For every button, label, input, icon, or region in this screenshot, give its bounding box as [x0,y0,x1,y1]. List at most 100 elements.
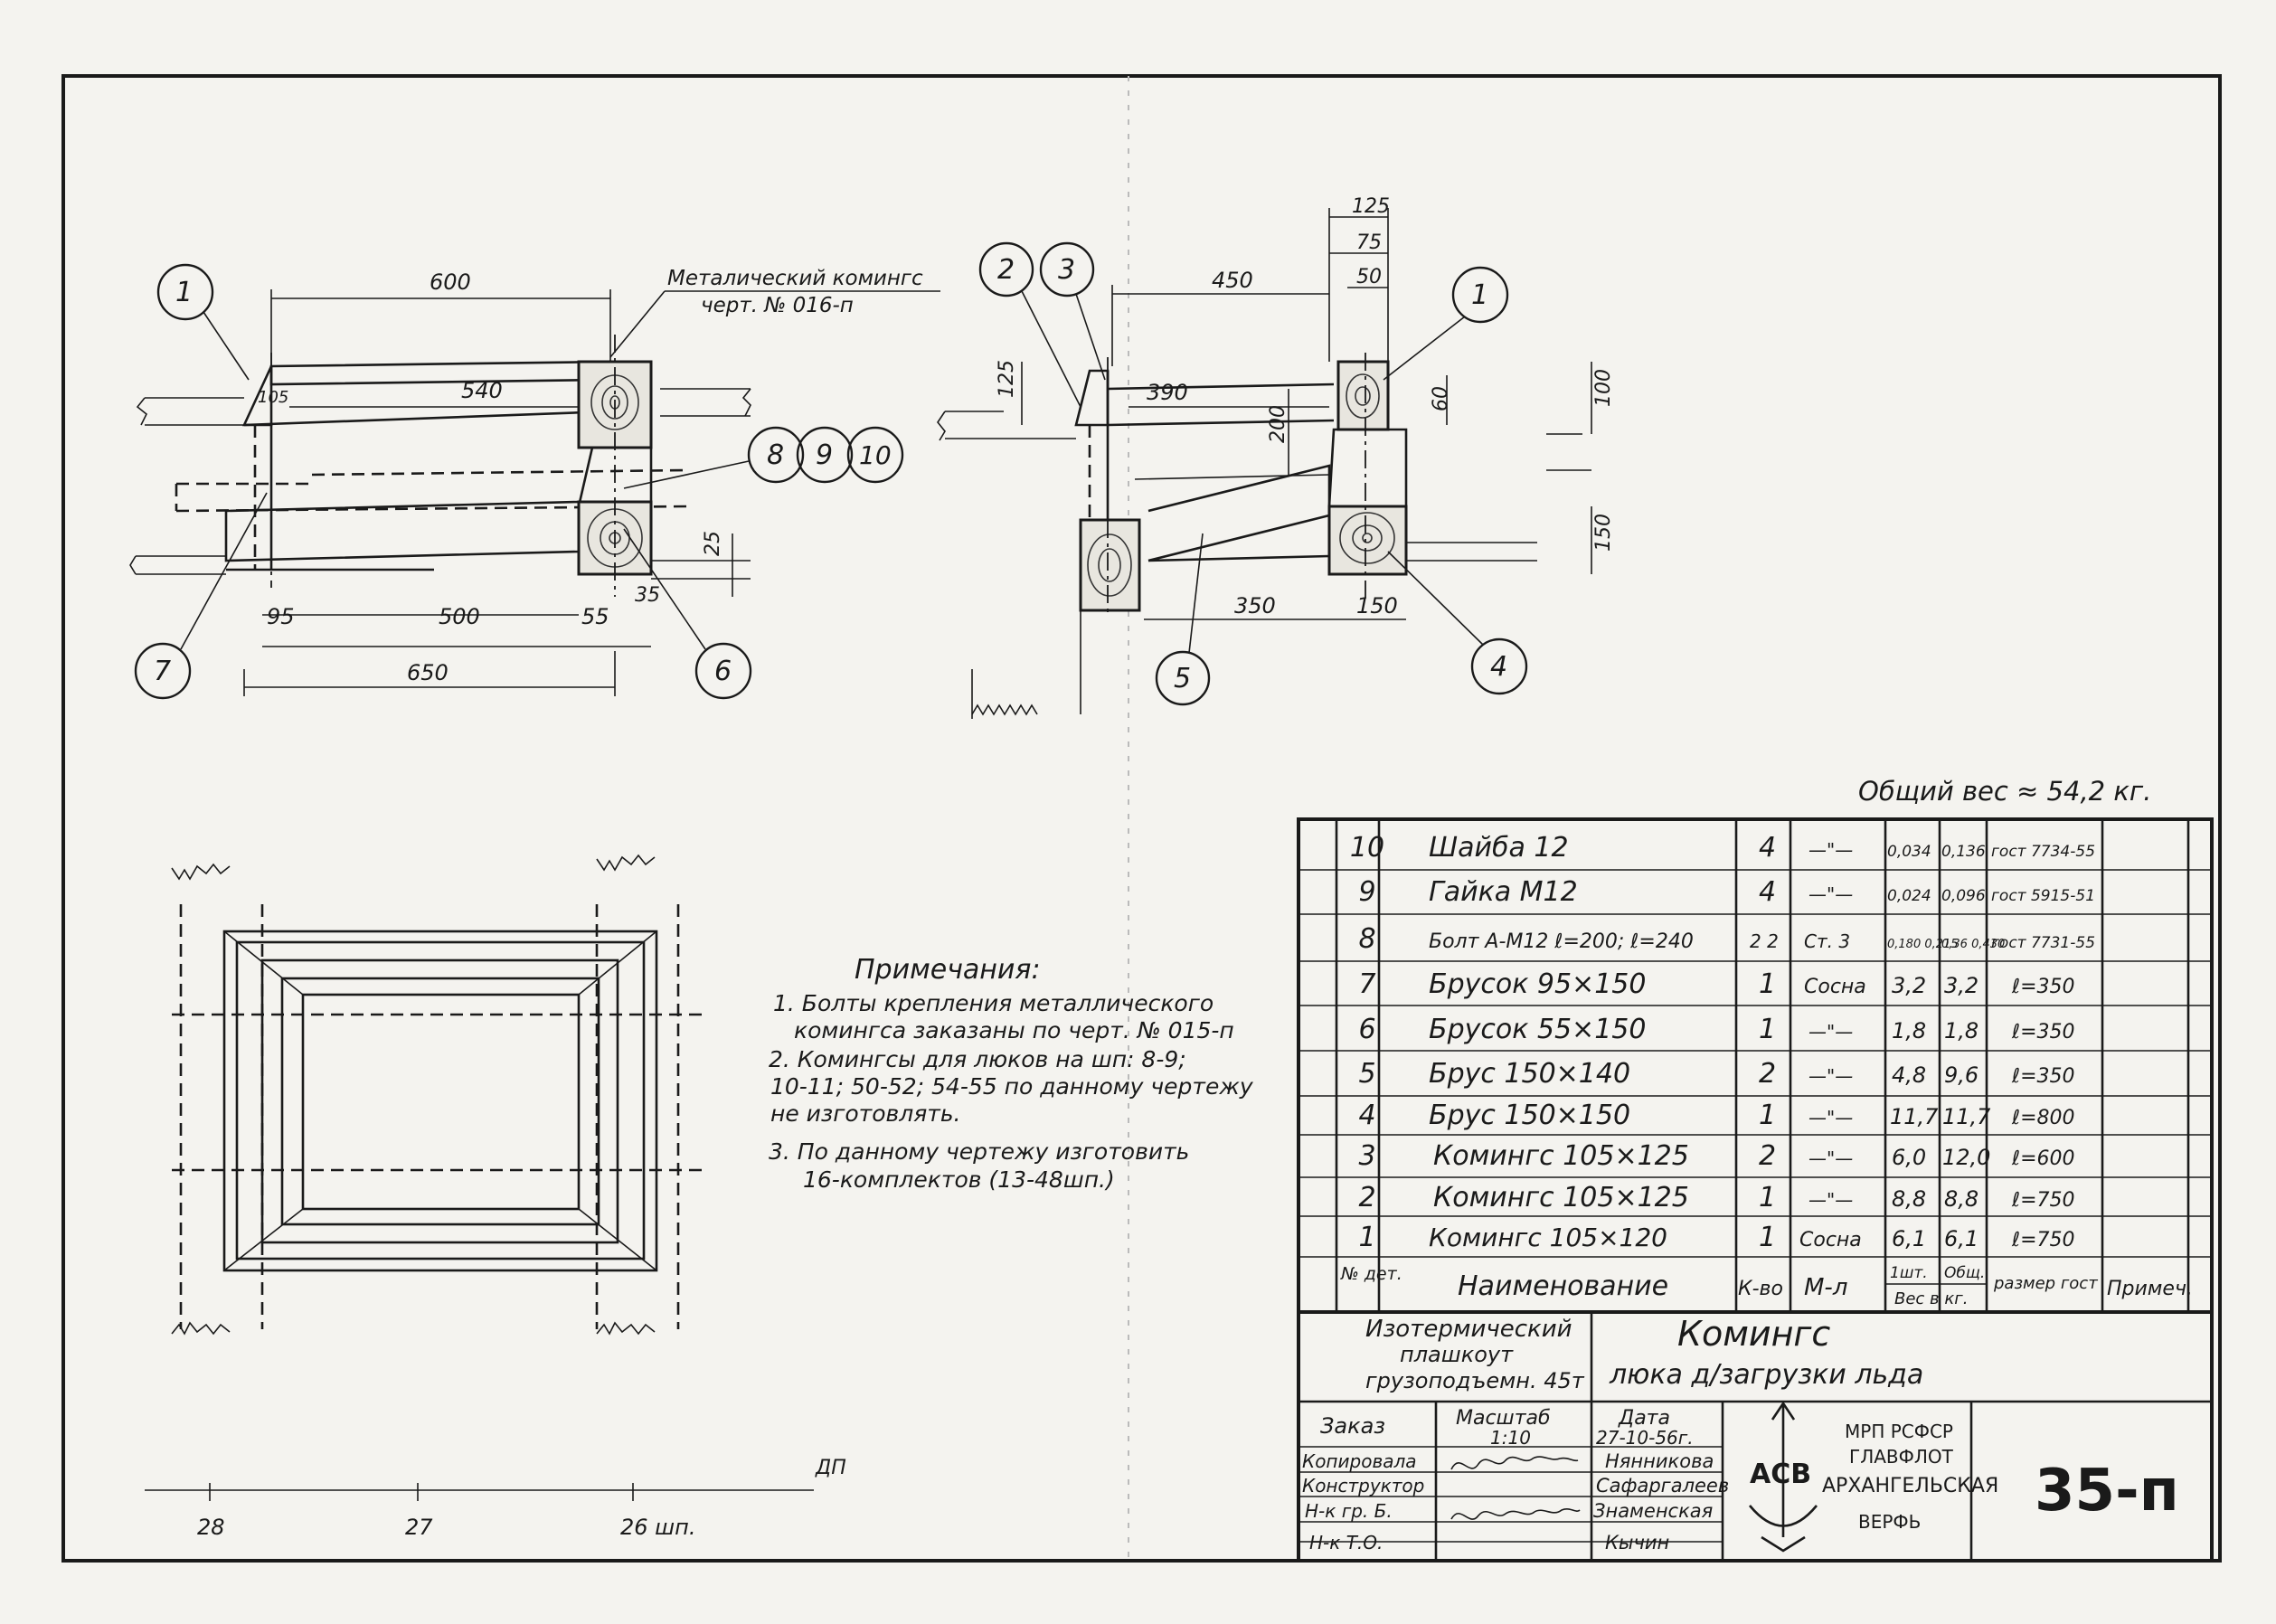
person-group-head: Знаменская [1593,1500,1713,1522]
shipyard-logo: АСВ [1748,1401,1818,1553]
bom-no: 1 [1358,1222,1375,1253]
note-line-3: 2. Комингсы для люков на шп: 8-9; [769,1046,1186,1072]
bom-mat: Сосна [1804,976,1866,998]
note-line-7: 16-комплектов (13-48шп.) [803,1166,1115,1193]
centerline-dp: ДП [815,1457,846,1479]
bom-mat: —"— [1809,1147,1853,1169]
bom-size: ℓ=750 [2011,1189,2075,1212]
dim-95: 95 [267,604,295,629]
bom-no: 3 [1358,1140,1375,1172]
bom-w1: 1,8 [1892,1018,1926,1043]
frame-26: 26 шп. [620,1515,695,1540]
bom-w1: 3,2 [1892,973,1926,998]
note-line-4: 10-11; 50-52; 54-55 по данному чертежу [770,1073,1254,1100]
dim-75: 75 [1356,231,1382,254]
bom-w1: 0,180 0,215 [1887,938,1959,951]
bom-header-w1: 1шт. [1890,1264,1928,1282]
bom-no: 4 [1358,1100,1375,1131]
dim-390: 390 [1147,380,1188,405]
bom-qty: 2 [1759,1140,1776,1172]
dim-500: 500 [439,604,480,629]
balloon-1-right: 1 [1471,279,1488,311]
balloon-9: 9 [816,439,833,471]
dim-25: 25 [702,531,724,556]
dim-55: 55 [581,604,609,629]
balloon-10: 10 [859,440,892,470]
bom-w2: 11,7 [1942,1104,1991,1129]
bom-name: Шайба 12 [1429,832,1569,864]
bom-w2: 0,136 [1941,843,1986,861]
bom-mat: —"— [1809,1189,1853,1211]
bom-w2: 0,36 0,430 [1941,938,2005,951]
right-section-view: 125 75 50 450 125 390 200 60 100 150 350… [937,195,1615,719]
vessel-line-3: грузоподъемн. 45т [1365,1368,1585,1393]
bom-w2: 1,8 [1944,1018,1979,1043]
dim-540: 540 [461,378,503,403]
dim-450: 450 [1212,268,1253,293]
dim-105: 105 [258,388,288,407]
bom-w2: 8,8 [1944,1186,1979,1212]
dim-100: 100 [1592,369,1615,407]
scale-label: Масштаб [1456,1407,1551,1430]
title-block: Изотермический плашкоут грузоподъемн. 45… [1297,1310,2214,1563]
bom-w1: 0,034 [1887,843,1931,861]
bom-mat: —"— [1809,1021,1853,1043]
total-weight: Общий вес ≈ 54,2 кг. [1858,776,2151,807]
bom-w1: 11,7 [1890,1104,1939,1129]
bom-header-weight: Вес в кг. [1894,1289,1968,1308]
bom-size: ℓ=800 [2011,1107,2075,1129]
org-line-2: ГЛАВФЛОТ [1849,1446,1954,1468]
bom-size: ℓ=350 [2011,1065,2075,1088]
sheet-number: 35-п [2035,1458,2179,1525]
dim-60: 60 [1430,386,1452,411]
bom-mat: —"— [1809,883,1853,905]
frame-27: 27 [405,1515,433,1540]
bom-no: 8 [1358,923,1375,955]
bom-size: гост 7734-55 [1991,843,2095,861]
bom-no: 9 [1358,876,1375,908]
dim-125-side: 125 [996,360,1018,398]
bom-w1: 6,1 [1892,1226,1926,1251]
balloon-5: 5 [1174,663,1191,694]
note-line-6: 3. По данному чертежу изготовить [769,1138,1189,1165]
bom-no: 10 [1350,832,1384,864]
left-section-view: 600 540 105 95 500 55 35 25 650 Металиче… [129,263,940,700]
bom-mat: Сосна [1799,1229,1862,1251]
bom-no: 6 [1358,1014,1375,1045]
bom-size: гост 7731-55 [1991,934,2095,952]
notes-block: Примечания: 1. Болты крепления металличе… [769,954,1254,1193]
bom-qty: 1 [1759,1014,1776,1045]
frame-28: 28 [197,1515,225,1540]
org-line-4: ВЕРФЬ [1858,1511,1921,1533]
person-dept-head: Кычин [1605,1532,1669,1553]
bom-name: Брусок 55×150 [1429,1014,1646,1045]
bom-w1: 6,0 [1892,1145,1926,1170]
bom-size: гост 5915-51 [1991,887,2095,905]
dim-35: 35 [635,584,660,607]
bom-qty: 4 [1759,832,1776,864]
bom-no: 5 [1358,1058,1375,1090]
bom-size: ℓ=350 [2011,976,2075,998]
drawing-subtitle: люка д/загрузки льда [1609,1359,1923,1391]
bom-size: ℓ=600 [2011,1147,2075,1170]
balloon-4: 4 [1490,651,1507,683]
bom-w1: 8,8 [1892,1186,1926,1212]
note-line-5: не изготовлять. [770,1100,961,1127]
bom-qty: 1 [1759,1100,1776,1131]
role-designer: Конструктор [1302,1475,1424,1497]
role-group-head: Н-к гр. Б. [1305,1500,1393,1522]
drawing-title: Комингс [1677,1314,1830,1354]
role-dept-head: Н-к Т.О. [1309,1532,1383,1553]
bom-name: Болт А-М12 ℓ=200; ℓ=240 [1429,930,1694,953]
bom-name: Комингс 105×125 [1433,1140,1689,1172]
dim-600: 600 [430,269,471,295]
order-label: Заказ [1320,1413,1385,1439]
metal-coaming-drawing-ref: черт. № 016-п [701,294,854,317]
dim-50: 50 [1356,266,1382,288]
metal-coaming-note: Металический комингс [667,267,923,290]
role-copied: Копировала [1302,1450,1417,1472]
bom-name: Гайка М12 [1429,876,1578,908]
bom-w2: 6,1 [1944,1226,1979,1251]
bom-header-note: Примеч. [2107,1278,2193,1300]
